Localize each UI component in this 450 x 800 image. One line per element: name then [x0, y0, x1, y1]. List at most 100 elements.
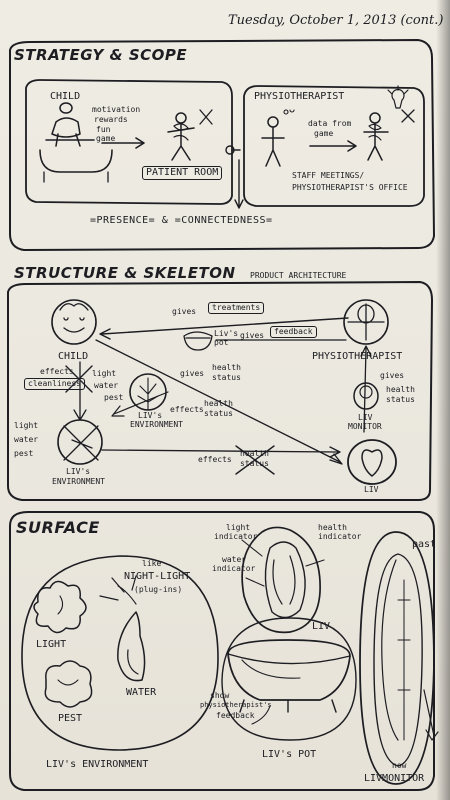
- health-status-1b: status: [212, 373, 241, 382]
- env-node-circle: [130, 374, 166, 410]
- physio-stick-figure: [262, 117, 284, 166]
- gives-label-1: gives: [172, 307, 197, 316]
- health-indicator-2: indicator: [318, 532, 362, 541]
- liv-node-label: LIV: [364, 485, 379, 494]
- pot-line2: pot: [214, 338, 229, 347]
- monitor-ellipse: [360, 532, 434, 784]
- liv-title: LIV: [312, 621, 331, 632]
- pot-title: LIV's POT: [262, 749, 317, 760]
- health-status-3a: health: [386, 385, 415, 394]
- water-label-1: water: [94, 381, 119, 390]
- child-bullet-game: game: [96, 134, 116, 143]
- env-bottom-node-circle: [58, 420, 102, 464]
- gives-label-3: gives: [180, 369, 205, 378]
- show-line1: show: [210, 691, 230, 700]
- like-label: like: [142, 559, 162, 568]
- physio-node-circle: [344, 300, 388, 344]
- liv-node-circle: [348, 440, 396, 484]
- strategy-frame: [10, 40, 434, 250]
- monitor-line1: LIV: [358, 413, 373, 422]
- pest-label-1: pest: [104, 393, 124, 402]
- water-indicator-2: indicator: [212, 564, 256, 573]
- surface-frame: [10, 512, 434, 790]
- arrow-liv-to-physio: [361, 346, 371, 432]
- effects-label-2: effects: [170, 405, 204, 414]
- env-line2: ENVIRONMENT: [130, 420, 183, 429]
- monitor-line2: MONITOR: [348, 422, 382, 431]
- physio-place-line1: STAFF MEETINGS/: [292, 171, 365, 180]
- effects-label-1: effects: [40, 367, 74, 376]
- structure-heading: STRUCTURE & SKELETON: [14, 264, 236, 282]
- arrow-treatments: [100, 318, 348, 339]
- pot-line1: Liv's: [214, 329, 239, 338]
- child-stick-figure: [168, 113, 194, 160]
- physio-bullet-game: game: [314, 129, 334, 138]
- monitor-node-circle: [354, 383, 378, 409]
- light-indicator-1: light: [226, 523, 251, 532]
- light-label-1: light: [92, 369, 117, 378]
- child-figure-sketch: [46, 103, 94, 146]
- strategy-footer: =PRESENCE= & =CONNECTEDNESS=: [90, 215, 273, 226]
- cleanliness-box: cleanliness: [24, 378, 85, 390]
- show-line3: feedback: [216, 711, 255, 720]
- treatments-box: treatments: [208, 302, 265, 314]
- pest-title: PEST: [58, 713, 83, 724]
- physio-panel-label: PHYSIOTHERAPIST: [254, 91, 345, 102]
- env-bottom-line1: LIV's: [66, 467, 91, 476]
- node-physio-label: PHYSIOTHERAPIST: [312, 351, 403, 362]
- env-line1: LIV's: [138, 411, 163, 420]
- feedback-box: feedback: [270, 326, 317, 338]
- water-indicator-1: water: [222, 555, 247, 564]
- light-indicator-2: indicator: [214, 532, 258, 541]
- child-bullet-fun: fun: [96, 125, 111, 134]
- gives-label-4: gives: [380, 371, 405, 380]
- connector-arrow: [226, 146, 240, 154]
- health-status-1a: health: [212, 363, 241, 372]
- structure-frame: [8, 282, 432, 500]
- arrow-child-to-liv: [96, 340, 342, 464]
- child-node-circle: [52, 300, 96, 344]
- child-panel-frame: [26, 80, 232, 204]
- strategy-heading: STRATEGY & SCOPE: [14, 46, 188, 64]
- light-title: LIGHT: [36, 639, 67, 650]
- physio-place-line2: PHYSIOTHERAPIST'S OFFICE: [292, 183, 408, 192]
- gives-label-2: gives: [240, 331, 265, 340]
- now-label: now: [392, 761, 407, 770]
- health-status-2a: health: [204, 399, 233, 408]
- lightbulb-icon: [388, 86, 408, 108]
- pest-blob: [45, 661, 91, 707]
- environment-title: LIV's ENVIRONMENT: [46, 759, 149, 770]
- past-label: past: [412, 539, 437, 550]
- light-label-2: light: [14, 421, 39, 430]
- child-bullet-rewards: rewards: [94, 115, 128, 124]
- health-status-3b: status: [386, 395, 415, 404]
- health-status-4b: status: [240, 459, 269, 468]
- surface-heading: SURFACE: [16, 518, 100, 537]
- child-panel-label: CHILD: [50, 91, 81, 102]
- plugins-label: (plug-ins): [134, 585, 183, 594]
- health-status-4a: health: [240, 449, 269, 458]
- water-title: WATER: [126, 687, 157, 698]
- liv-pot: [228, 640, 350, 700]
- effects-label-3: effects: [198, 455, 232, 464]
- pot-icon: [184, 332, 212, 350]
- structure-subheading: PRODUCT ARCHITECTURE: [250, 271, 347, 280]
- physio-bullet-data: data from: [308, 119, 352, 128]
- night-light-label: NIGHT-LIGHT: [124, 571, 191, 582]
- water-label-2: water: [14, 435, 39, 444]
- monitor-title: LIVMONITOR: [364, 773, 425, 784]
- page-date: Tuesday, October 1, 2013 (cont.): [228, 13, 444, 28]
- env-bottom-line2: ENVIRONMENT: [52, 477, 105, 486]
- patient-room-label: PATIENT ROOM: [142, 166, 223, 180]
- health-status-2b: status: [204, 409, 233, 418]
- node-child-label: CHILD: [58, 351, 89, 362]
- water-drop: [118, 612, 145, 681]
- physio-panel-frame: [244, 86, 424, 206]
- liv-plant: [242, 527, 320, 632]
- arrow-effects: [102, 447, 340, 457]
- show-line2: physiotherapist's: [200, 701, 272, 709]
- child-bullet-motivation: motivation: [92, 105, 141, 114]
- light-cloud: [34, 581, 86, 632]
